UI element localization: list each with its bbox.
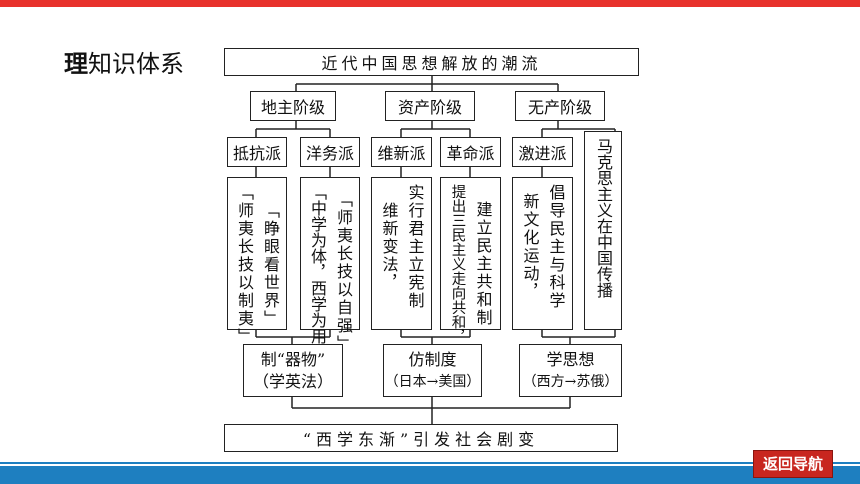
faction-geming-text: 革命派 (446, 144, 495, 163)
bottom-blue-bar (0, 466, 860, 484)
idea-weixin-line2: 维新变法， (379, 202, 399, 292)
idea-jijin: 倡导民主与科学 新文化运动， (512, 177, 573, 330)
marx-box: 马克思主义在中国传播 (584, 131, 622, 330)
section-title-rest: 知识体系 (88, 50, 184, 78)
idea-weixin-line1: 实行君主立宪制 (405, 184, 425, 310)
marx-text: 马克思主义在中国传播 (594, 138, 613, 298)
top-red-bar (0, 0, 860, 7)
top-box: 近代中国思想解放的潮流 (224, 48, 639, 76)
idea-geming: 建立民主共和制 提出三民主义走向共和， (440, 177, 501, 344)
idea-geming-line1: 建立民主共和制 (473, 200, 493, 327)
return-nav-button[interactable]: 返回导航 (753, 450, 833, 478)
class-landlord: 地主阶级 (250, 91, 336, 121)
stage-2-line2: （日本→美国） (384, 373, 481, 390)
idea-weixin: 实行君主立宪制 维新变法， (371, 177, 432, 330)
idea-yangwu: 「师夷长技以自强」 「中学为体，西学为用」 (300, 177, 360, 360)
stage-3-line1: 学思想 (546, 349, 595, 369)
section-title-first-char: 理 (64, 50, 88, 78)
stage-1: 制“器物” （学英法） (243, 344, 343, 397)
faction-jijin: 激进派 (512, 137, 573, 167)
idea-dikang-line1: 「睁眼看世界」 (261, 202, 280, 328)
class-bourgeois-text: 资产阶级 (397, 98, 462, 117)
faction-dikang: 抵抗派 (227, 137, 287, 167)
stage-2-line1: 仿制度 (408, 349, 457, 369)
class-landlord-text: 地主阶级 (260, 98, 325, 117)
top-box-text: 近代中国思想解放的潮流 (321, 54, 542, 73)
faction-weixin: 维新派 (371, 137, 432, 167)
stage-3-line2: （西方→苏俄） (522, 373, 619, 390)
idea-dikang: 「睁眼看世界」 「师夷长技以制夷」 (227, 177, 287, 346)
idea-jijin-line1: 倡导民主与科学 (546, 184, 566, 310)
idea-yangwu-line2: 「中学为体，西学为用」 (308, 184, 327, 360)
faction-yangwu-text: 洋务派 (305, 144, 354, 163)
class-bourgeois: 资产阶级 (385, 91, 475, 121)
bottom-box: “西学东渐”引发社会剧变 (224, 424, 618, 452)
class-proletariat: 无产阶级 (515, 91, 605, 121)
idea-dikang-line2: 「师夷长技以制夷」 (235, 184, 254, 346)
bottom-blue-line (0, 462, 860, 464)
faction-jijin-text: 激进派 (518, 144, 567, 163)
stage-1-line2: （学英法） (252, 371, 333, 391)
faction-dikang-text: 抵抗派 (232, 144, 281, 163)
idea-yangwu-line1: 「师夷长技以自强」 (334, 191, 353, 353)
faction-weixin-text: 维新派 (377, 144, 426, 163)
idea-jijin-line2: 新文化运动， (520, 193, 540, 301)
stage-3: 学思想 （西方→苏俄） (519, 344, 622, 397)
faction-geming: 革命派 (440, 137, 501, 167)
class-proletariat-text: 无产阶级 (527, 98, 592, 117)
idea-geming-line2: 提出三民主义走向共和， (449, 184, 466, 344)
section-title: 理知识体系 (64, 44, 184, 79)
faction-yangwu: 洋务派 (300, 137, 360, 167)
bottom-box-text: “西学东渐”引发社会剧变 (302, 430, 540, 449)
stage-1-line1: 制“器物” (260, 349, 326, 369)
stage-2: 仿制度 （日本→美国） (383, 344, 482, 397)
